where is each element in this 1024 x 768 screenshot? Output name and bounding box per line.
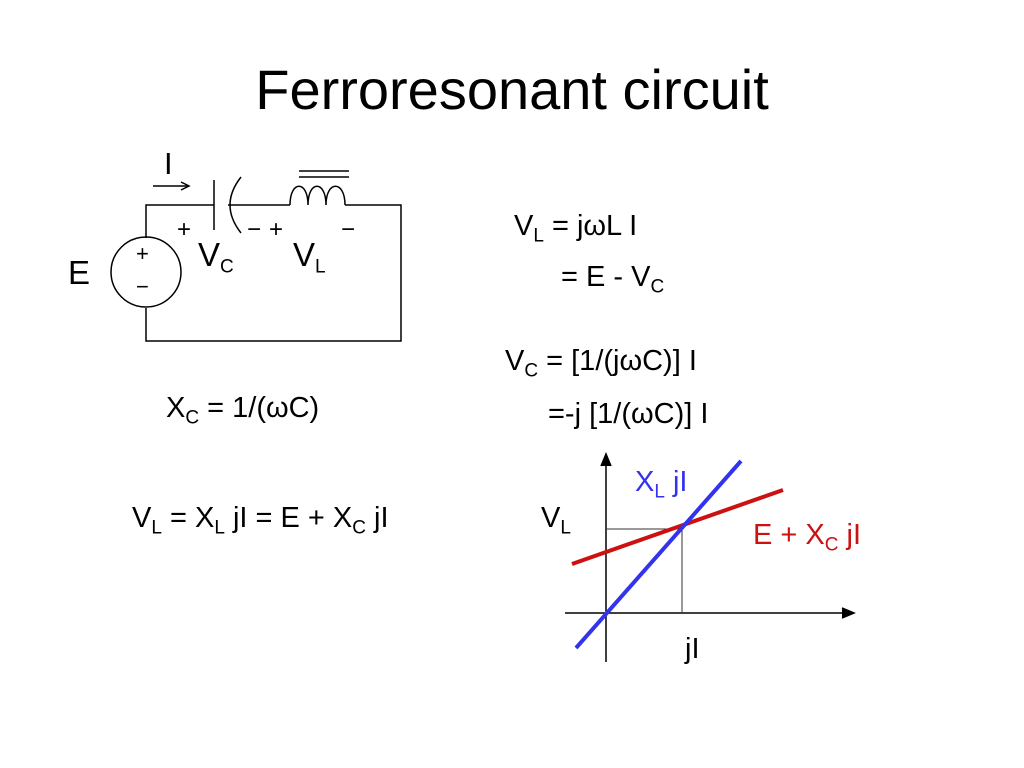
graph-x-label: jI — [685, 633, 700, 665]
source-label: E — [68, 254, 91, 291]
blue-label-rest: jI — [664, 466, 688, 498]
wire-top-left — [145, 204, 214, 238]
graph-blue-line — [574, 459, 743, 650]
graph-y-label-sub: L — [560, 517, 571, 539]
vl-minus-sign: − — [341, 216, 356, 243]
vc-equation-line2: =-j [1/(ωC)] I — [548, 400, 708, 429]
balance-eq-part3: jI = E + X — [224, 502, 353, 534]
vl-label-sub: L — [315, 256, 326, 278]
slide-title: Ferroresonant circuit — [255, 58, 769, 121]
vl-eq1-sub: L — [533, 225, 544, 247]
graph-y-label-main: V — [541, 502, 561, 534]
graph-y-axis-arrowhead — [600, 452, 612, 467]
current-arrow-head — [180, 181, 191, 191]
voltage-source-circle — [110, 236, 182, 308]
vc-eq1-main: V — [505, 345, 525, 377]
vc-eq1-sub: C — [524, 360, 539, 382]
graph-red-line-label: E + XC jI — [753, 521, 861, 555]
blue-label-main: X — [635, 466, 655, 498]
graph-y-label: VL — [541, 504, 571, 538]
red-label-main: E + X — [753, 519, 825, 551]
xc-eq-rest: = 1/(ωC) — [199, 392, 320, 424]
capacitor-plate-right — [229, 176, 242, 234]
red-label-sub: C — [824, 534, 839, 556]
blue-label-sub: L — [654, 481, 665, 503]
vl-equation-line2: = E - VC — [561, 263, 664, 297]
vl-label: VL — [293, 238, 326, 277]
vl-eq2-main: = E - V — [561, 261, 651, 293]
vl-label-main: V — [293, 236, 316, 273]
vc-eq1-rest: = [1/(jωC)] I — [538, 345, 697, 377]
vc-equation-line1: VC = [1/(jωC)] I — [505, 347, 697, 381]
vl-eq1-rest: = jωL I — [543, 210, 638, 242]
vc-plus-sign: + — [177, 216, 192, 243]
vl-eq1-main: V — [514, 210, 534, 242]
vc-eq2-main: =-j [1/(ωC)] I — [548, 398, 709, 430]
balance-equation: VL = XL jI = E + XC jI — [132, 504, 389, 538]
vl-eq2-sub: C — [650, 276, 665, 298]
balance-eq-sub2: L — [214, 517, 225, 539]
balance-eq-part2: = X — [161, 502, 215, 534]
vl-plus-sign: + — [269, 216, 284, 243]
xc-eq-main: X — [166, 392, 186, 424]
balance-eq-part4: jI — [365, 502, 389, 534]
source-plus-sign: + — [136, 241, 149, 266]
vc-label: VC — [198, 238, 234, 277]
wire-right-bottom — [145, 204, 402, 342]
xc-equation: XC = 1/(ωC) — [166, 394, 319, 428]
current-label: I — [164, 146, 173, 181]
graph-x-axis-arrowhead — [841, 607, 856, 619]
vc-label-sub: C — [220, 256, 234, 278]
red-label-rest: jI — [838, 519, 862, 551]
vc-minus-sign: − — [247, 216, 262, 243]
source-minus-sign: − — [136, 274, 149, 299]
graph-red-line — [571, 488, 784, 566]
balance-eq-sub3: C — [352, 517, 366, 539]
inductor-coil — [289, 185, 346, 206]
vc-label-main: V — [198, 236, 221, 273]
xc-eq-sub: C — [185, 407, 200, 429]
balance-eq-sub1: L — [151, 517, 162, 539]
graph-blue-line-label: XL jI — [635, 468, 687, 502]
balance-eq-part1: V — [132, 502, 152, 534]
vl-equation-line1: VL = jωL I — [514, 212, 637, 246]
